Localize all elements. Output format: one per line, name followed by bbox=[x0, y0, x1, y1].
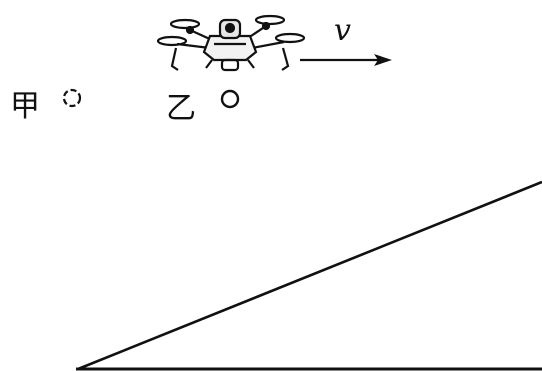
velocity-label: v bbox=[334, 13, 351, 48]
incline-slope bbox=[77, 180, 542, 371]
object-yi-circle bbox=[220, 89, 240, 109]
drone-left-rotors bbox=[156, 18, 213, 71]
object-jia-dashed-circle bbox=[62, 88, 82, 108]
arrow-right-icon bbox=[300, 54, 392, 66]
drone-icon bbox=[156, 14, 306, 72]
label-yi: 乙 bbox=[166, 91, 196, 126]
label-jia: 甲 bbox=[10, 89, 40, 124]
drone-body bbox=[202, 18, 258, 72]
drone-right-rotors bbox=[247, 14, 306, 71]
